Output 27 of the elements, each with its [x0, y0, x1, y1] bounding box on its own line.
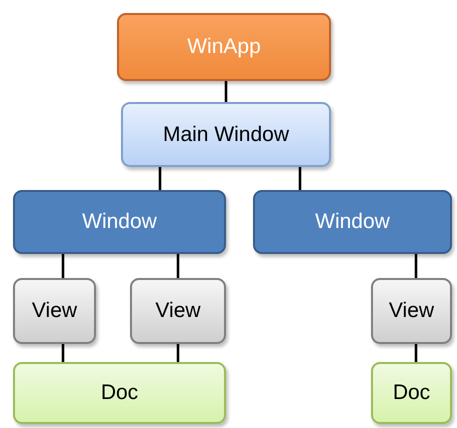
connector-line — [224, 81, 228, 102]
connector-line — [62, 344, 64, 362]
connector-line — [176, 254, 180, 278]
window-box — [253, 190, 452, 254]
connector-line — [158, 167, 162, 190]
connector-line — [176, 344, 180, 362]
connector-line — [414, 254, 418, 278]
node-label: Doc — [392, 381, 430, 405]
node-label: View — [32, 299, 78, 323]
main-window-box — [121, 102, 331, 167]
node-label: WinApp — [187, 35, 261, 59]
node-label: Main Window — [162, 122, 290, 146]
node-label: Window — [82, 210, 157, 234]
node-label: Window — [315, 210, 390, 234]
connector-line — [414, 344, 418, 362]
view-box — [130, 278, 226, 344]
window-box — [13, 190, 226, 254]
connector-line — [62, 254, 64, 278]
doc-box — [371, 362, 452, 424]
connector-line — [298, 167, 302, 190]
view-box — [371, 278, 452, 344]
app-box — [117, 13, 331, 81]
node-label: View — [155, 299, 201, 323]
node-label: View — [388, 299, 434, 323]
node-label: Doc — [100, 381, 138, 405]
doc-box — [13, 362, 226, 424]
view-box — [13, 278, 96, 344]
